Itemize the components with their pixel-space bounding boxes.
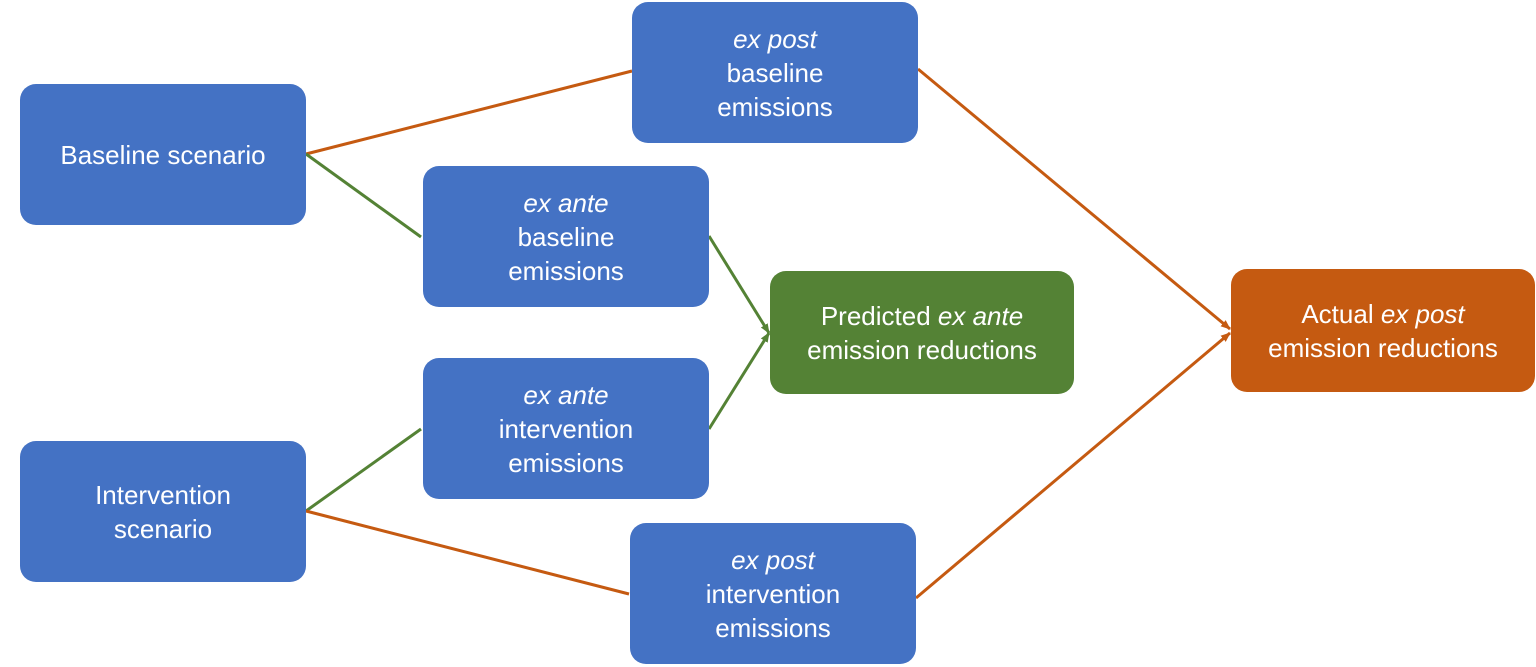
actual-line1: Actual ex post xyxy=(1301,297,1464,331)
actual-emission-reductions-box: Actual ex post emission reductions xyxy=(1231,269,1535,392)
edge-baseline-to-expost-baseline xyxy=(305,69,633,156)
expost-baseline-emissions-box: ex post baseline emissions xyxy=(632,2,918,143)
expost-baseline-line2: emissions xyxy=(717,91,833,122)
predicted-emission-reductions-box: Predicted ex ante emission reductions xyxy=(770,271,1074,394)
edge-expost-baseline-to-actual xyxy=(917,67,1231,331)
actual-line2: emission reductions xyxy=(1268,332,1498,363)
edge-exante-intervention-to-predicted xyxy=(707,332,771,430)
exante-baseline-line2: emissions xyxy=(508,255,624,286)
predicted-qualifier: ex ante xyxy=(937,300,1024,331)
exante-baseline-qualifier: ex ante xyxy=(523,187,609,218)
predicted-line1: Predicted ex ante xyxy=(821,299,1023,333)
baseline-scenario-box: Baseline scenario xyxy=(20,84,306,225)
expost-intervention-line1: intervention xyxy=(705,578,841,609)
expost-baseline-line1: baseline xyxy=(726,57,824,88)
expost-intervention-line2: emissions xyxy=(715,612,831,643)
edge-baseline-to-exante-baseline xyxy=(305,152,422,239)
predicted-line2: emission reductions xyxy=(807,334,1037,365)
actual-qualifier: ex post xyxy=(1380,298,1465,329)
intervention-scenario-line1: Intervention xyxy=(95,479,231,510)
expost-intervention-qualifier: ex post xyxy=(731,544,815,575)
edge-exante-baseline-to-predicted xyxy=(707,235,771,334)
exante-intervention-line1: intervention xyxy=(498,413,634,444)
exante-baseline-line1: baseline xyxy=(517,221,615,252)
edge-intervention-to-expost-intervention xyxy=(305,509,630,596)
exante-intervention-emissions-box: ex ante intervention emissions xyxy=(423,358,709,499)
predicted-prefix: Predicted xyxy=(820,300,931,331)
expost-baseline-qualifier: ex post xyxy=(733,23,817,54)
edge-expost-intervention-to-actual xyxy=(915,331,1231,600)
exante-baseline-emissions-box: ex ante baseline emissions xyxy=(423,166,709,307)
edge-intervention-to-exante-intervention xyxy=(305,427,422,513)
actual-prefix: Actual xyxy=(1301,298,1374,329)
intervention-scenario-line2: scenario xyxy=(113,513,213,544)
exante-intervention-qualifier: ex ante xyxy=(523,379,609,410)
intervention-scenario-box: Intervention scenario xyxy=(20,441,306,582)
baseline-scenario-label: Baseline scenario xyxy=(60,139,266,170)
expost-intervention-emissions-box: ex post intervention emissions xyxy=(630,523,916,664)
exante-intervention-line2: emissions xyxy=(508,447,624,478)
